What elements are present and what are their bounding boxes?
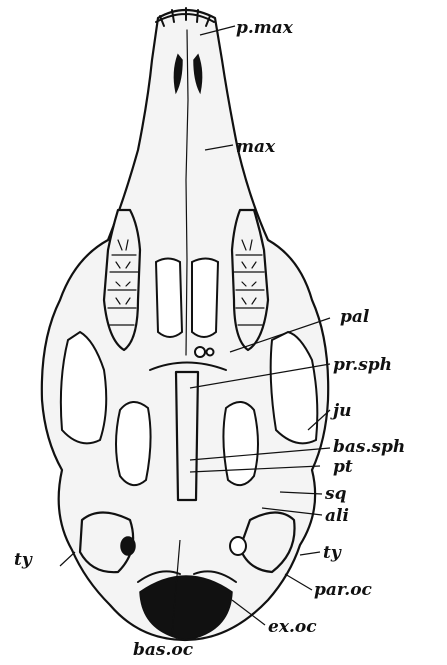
label-sq: sq: [324, 484, 347, 504]
premaxilla-tip: [155, 7, 215, 27]
bulla-right: [238, 511, 296, 574]
leader-lines: [59, 25, 331, 636]
skull-outline: [40, 8, 330, 642]
presphenoid-region: [149, 361, 227, 371]
small-foramen-b: [205, 347, 215, 357]
molar-row-right: [230, 208, 270, 352]
label-p-max: p.max: [236, 18, 294, 38]
label-bas-oc: bas.oc: [133, 640, 194, 660]
foramen-magnum: [139, 575, 233, 641]
label-pal: pal: [340, 307, 370, 327]
incisive-foramen-left: [173, 53, 183, 95]
label-ty-left: ty: [14, 550, 33, 570]
label-pt: pt: [333, 457, 353, 477]
pterygoid-fossa-left: [115, 401, 152, 487]
incisive-foramen-right: [193, 53, 203, 95]
label-ex-oc: ex.oc: [268, 617, 317, 637]
zygomatic-arch-left: [59, 330, 108, 445]
label-ali: ali: [325, 506, 349, 526]
basisphenoid-plate: [174, 370, 200, 502]
label-max: max: [236, 137, 276, 157]
small-foramen-a: [194, 346, 206, 358]
pterygoid-fossa-right: [222, 401, 259, 487]
label-pr-sph: pr.sph: [333, 355, 392, 375]
ear-opening-right: [229, 536, 247, 556]
zygomatic-arch-right: [269, 330, 319, 445]
label-ju: ju: [330, 401, 352, 421]
molar-row-left: [102, 208, 142, 352]
palatal-opening-right: [191, 257, 220, 338]
ear-opening-left: [120, 536, 136, 556]
palatal-opening-left: [154, 257, 184, 338]
midline-suture: [185, 29, 189, 356]
label-bas-sph: bas.sph: [333, 437, 405, 457]
label-par-oc: par.oc: [314, 580, 373, 600]
label-ty-right: ty: [323, 543, 342, 563]
